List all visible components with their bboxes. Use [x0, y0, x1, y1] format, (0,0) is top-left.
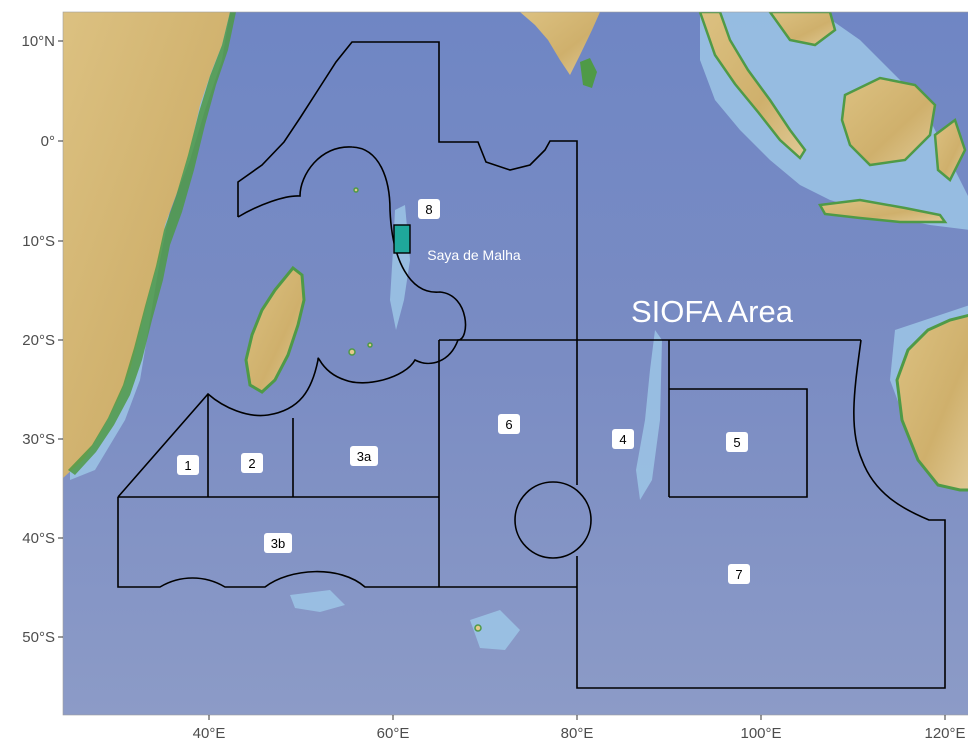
- africa-coast-green: [68, 12, 236, 475]
- svg-text:4: 4: [619, 432, 626, 447]
- y-tick-label: 40°S: [22, 530, 55, 547]
- subarea-label-6: 6: [498, 414, 520, 434]
- subarea-label-5: 5: [726, 432, 748, 452]
- saya-de-malha-label: Saya de Malha: [427, 247, 521, 263]
- small-islands: [348, 187, 482, 632]
- subarea-label-2: 2: [241, 453, 263, 473]
- y-tick-label: 0°: [41, 133, 55, 150]
- y-tick-label: 30°S: [22, 431, 55, 448]
- boundary-seamount-circle: [514, 481, 592, 559]
- x-tick-label: 40°E: [193, 725, 226, 742]
- svg-text:6: 6: [505, 417, 512, 432]
- india-landmass: [520, 12, 600, 75]
- svg-text:5: 5: [733, 435, 740, 450]
- y-tick-label: 10°S: [22, 233, 55, 250]
- svg-text:3b: 3b: [271, 536, 285, 551]
- siofa-boundaries: [117, 41, 946, 689]
- subarea-label-1: 1: [177, 455, 199, 475]
- map-title: SIOFA Area: [631, 294, 794, 329]
- southeast-asia: [698, 12, 967, 224]
- map-panel: [63, 12, 968, 715]
- saya-de-malha-highlight: [393, 224, 411, 254]
- svg-text:2: 2: [248, 456, 255, 471]
- sri-lanka: [580, 58, 597, 88]
- subarea-label-7: 7: [728, 564, 750, 584]
- svg-text:8: 8: [425, 202, 432, 217]
- boundary-grid: [117, 339, 946, 689]
- africa-landmass: [63, 12, 230, 478]
- y-tick-label: 10°N: [21, 33, 55, 50]
- y-axis: 10°N 0° 10°S 20°S 30°S 40°S 50°S: [21, 33, 63, 646]
- boundary-island-arcs: [117, 146, 467, 498]
- svg-text:1: 1: [184, 458, 191, 473]
- boundary-north-west: [237, 41, 578, 340]
- y-tick-label: 50°S: [22, 629, 55, 646]
- subarea-labels: 1 2 3a 3b 4 5 6 7: [177, 199, 750, 584]
- madagascar: [244, 265, 306, 394]
- australia: [895, 313, 968, 492]
- subarea-label-4: 4: [612, 429, 634, 449]
- x-tick-label: 120°E: [924, 725, 965, 742]
- x-tick-label: 80°E: [561, 725, 594, 742]
- subarea-label-3a: 3a: [350, 446, 378, 466]
- x-axis: 40°E 60°E 80°E 100°E 120°E: [193, 715, 966, 742]
- svg-text:3a: 3a: [357, 449, 372, 464]
- panel-border: [62, 11, 968, 716]
- subarea-label-3b: 3b: [264, 533, 292, 553]
- subarea-label-8: 8: [418, 199, 440, 219]
- x-tick-label: 60°E: [377, 725, 410, 742]
- x-tick-label: 100°E: [740, 725, 781, 742]
- y-tick-label: 20°S: [22, 332, 55, 349]
- svg-text:7: 7: [735, 567, 742, 582]
